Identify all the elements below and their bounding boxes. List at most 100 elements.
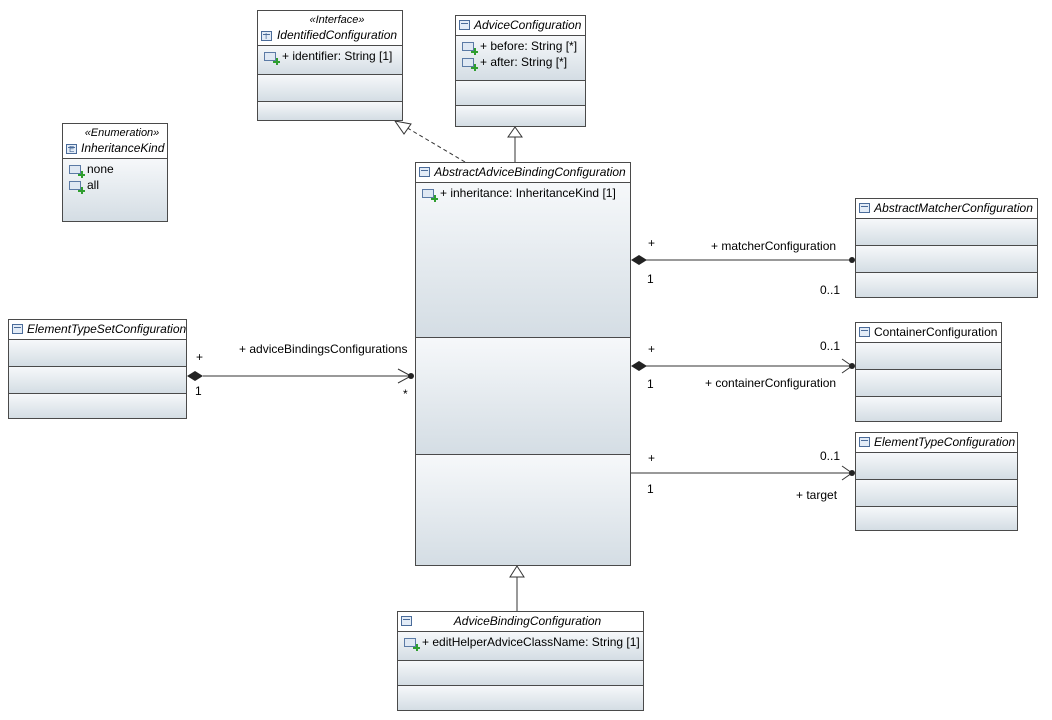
class-abstract-matcher-configuration[interactable]: AbstractMatcherConfiguration (855, 198, 1038, 298)
literal-row[interactable]: all (63, 177, 167, 194)
class-name: InheritanceKind (81, 141, 165, 155)
class-icon (459, 20, 470, 30)
class-icon (859, 437, 870, 447)
class-element-type-set-configuration[interactable]: ElementTypeSetConfiguration (8, 319, 187, 419)
operation-compartment (856, 245, 1037, 272)
container-target-multiplicity: 0..1 (820, 339, 841, 353)
nested-compartment (398, 685, 643, 710)
target-target-multiplicity: 0..1 (820, 449, 841, 463)
class-header: AbstractAdviceBindingConfiguration (416, 163, 630, 182)
attribute-compartment (856, 452, 1017, 479)
class-icon (859, 327, 870, 337)
attribute-icon (462, 58, 478, 71)
class-header: ElementTypeConfiguration (856, 433, 1017, 452)
class-header: AdviceBindingConfiguration (398, 612, 643, 631)
literal-icon (69, 165, 85, 178)
matcher-target-multiplicity: 0..1 (820, 283, 841, 297)
attribute-icon (462, 42, 478, 55)
advice-bindings-role-label[interactable]: + adviceBindingsConfigurations (239, 342, 408, 356)
class-name: IdentifiedConfiguration (276, 28, 398, 42)
literal-label: none (87, 162, 114, 176)
operation-compartment (856, 479, 1017, 506)
attribute-row[interactable]: + editHelperAdviceClassName: String [1] (398, 634, 643, 651)
class-header: AbstractMatcherConfiguration (856, 199, 1037, 218)
advice-bindings-target-multiplicity: * (403, 387, 408, 401)
class-header: ContainerConfiguration (856, 323, 1001, 342)
operation-compartment (416, 337, 630, 454)
operation-compartment (9, 366, 186, 393)
class-header: «Enumeration» InheritanceKind (63, 124, 167, 158)
operation-compartment (258, 74, 402, 101)
attribute-label: + editHelperAdviceClassName: String [1] (422, 635, 640, 649)
nested-compartment (258, 101, 402, 120)
class-icon (12, 324, 23, 334)
attribute-compartment (856, 218, 1037, 245)
nested-compartment (856, 272, 1037, 297)
class-element-type-configuration[interactable]: ElementTypeConfiguration (855, 432, 1018, 531)
container-owner-visibility: + (648, 342, 656, 356)
attribute-compartment: + identifier: String [1] (258, 45, 402, 74)
association-end-matcher (849, 257, 855, 263)
class-container-configuration[interactable]: ContainerConfiguration (855, 322, 1002, 422)
target-role-label[interactable]: + target (796, 488, 838, 502)
attribute-compartment: + inheritance: InheritanceKind [1] (416, 182, 630, 337)
class-advice-binding-configuration[interactable]: AdviceBindingConfiguration + editHelperA… (397, 611, 644, 711)
operation-compartment (456, 80, 585, 105)
class-header: AdviceConfiguration (456, 16, 585, 35)
class-header: ElementTypeSetConfiguration (9, 320, 186, 339)
attribute-label: + identifier: String [1] (282, 49, 393, 63)
class-header: «Interface» IdentifiedConfiguration (258, 11, 402, 45)
matcher-owner-visibility: + (648, 236, 656, 250)
literal-compartment: none all (63, 158, 167, 221)
matcher-owner-multiplicity: 1 (647, 272, 654, 286)
class-name: ElementTypeConfiguration (874, 435, 1016, 449)
realization-line (403, 125, 466, 163)
matcher-role-label[interactable]: + matcherConfiguration (711, 239, 837, 253)
attribute-compartment (9, 339, 186, 366)
class-icon (859, 203, 870, 213)
class-identified-configuration[interactable]: «Interface» IdentifiedConfiguration + id… (257, 10, 403, 121)
composition-diamond-container (631, 361, 647, 371)
attribute-label: + before: String [*] (480, 39, 578, 53)
advice-bindings-owner-visibility: + (196, 350, 204, 364)
attribute-icon (422, 189, 438, 202)
attribute-row[interactable]: + inheritance: InheritanceKind [1] (416, 185, 630, 202)
nested-compartment (856, 506, 1017, 530)
class-abstract-advice-binding-configuration[interactable]: AbstractAdviceBindingConfiguration + inh… (415, 162, 631, 566)
enumeration-icon (66, 142, 77, 157)
target-owner-visibility: + (648, 451, 656, 465)
advice-bindings-owner-multiplicity: 1 (195, 384, 202, 398)
nested-compartment (9, 393, 186, 418)
generalization-arrowhead-advice (507, 126, 523, 138)
class-name: AdviceBindingConfiguration (453, 614, 602, 628)
composition-diamond-advice-bindings (187, 371, 203, 381)
composition-diamond-matcher (631, 255, 647, 265)
realization-arrowhead (393, 120, 412, 135)
class-name: ContainerConfiguration (874, 325, 998, 339)
enum-inheritance-kind[interactable]: «Enumeration» InheritanceKind none all (62, 123, 168, 222)
attribute-label: + inheritance: InheritanceKind [1] (440, 186, 616, 200)
interface-icon (261, 29, 272, 44)
attribute-compartment: + editHelperAdviceClassName: String [1] (398, 631, 643, 660)
literal-label: all (87, 178, 100, 192)
nested-compartment (456, 105, 585, 126)
attribute-icon (264, 52, 280, 65)
class-advice-configuration[interactable]: AdviceConfiguration + before: String [*]… (455, 15, 586, 127)
class-name: AdviceConfiguration (474, 18, 582, 32)
literal-row[interactable]: none (63, 161, 167, 178)
attribute-row[interactable]: + identifier: String [1] (258, 48, 402, 65)
class-name: ElementTypeSetConfiguration (27, 322, 187, 336)
attribute-row[interactable]: + after: String [*] (456, 54, 585, 71)
container-role-label[interactable]: + containerConfiguration (705, 376, 837, 390)
stereotype-label: «Interface» (309, 14, 365, 26)
nested-compartment (416, 454, 630, 565)
nested-compartment (856, 396, 1001, 421)
class-icon (419, 167, 430, 177)
attribute-row[interactable]: + before: String [*] (456, 38, 585, 55)
association-end-advice-bindings (408, 373, 414, 379)
attribute-label: + after: String [*] (480, 55, 568, 69)
target-owner-multiplicity: 1 (647, 482, 654, 496)
class-icon (401, 616, 412, 626)
stereotype-label: «Enumeration» (84, 127, 160, 139)
